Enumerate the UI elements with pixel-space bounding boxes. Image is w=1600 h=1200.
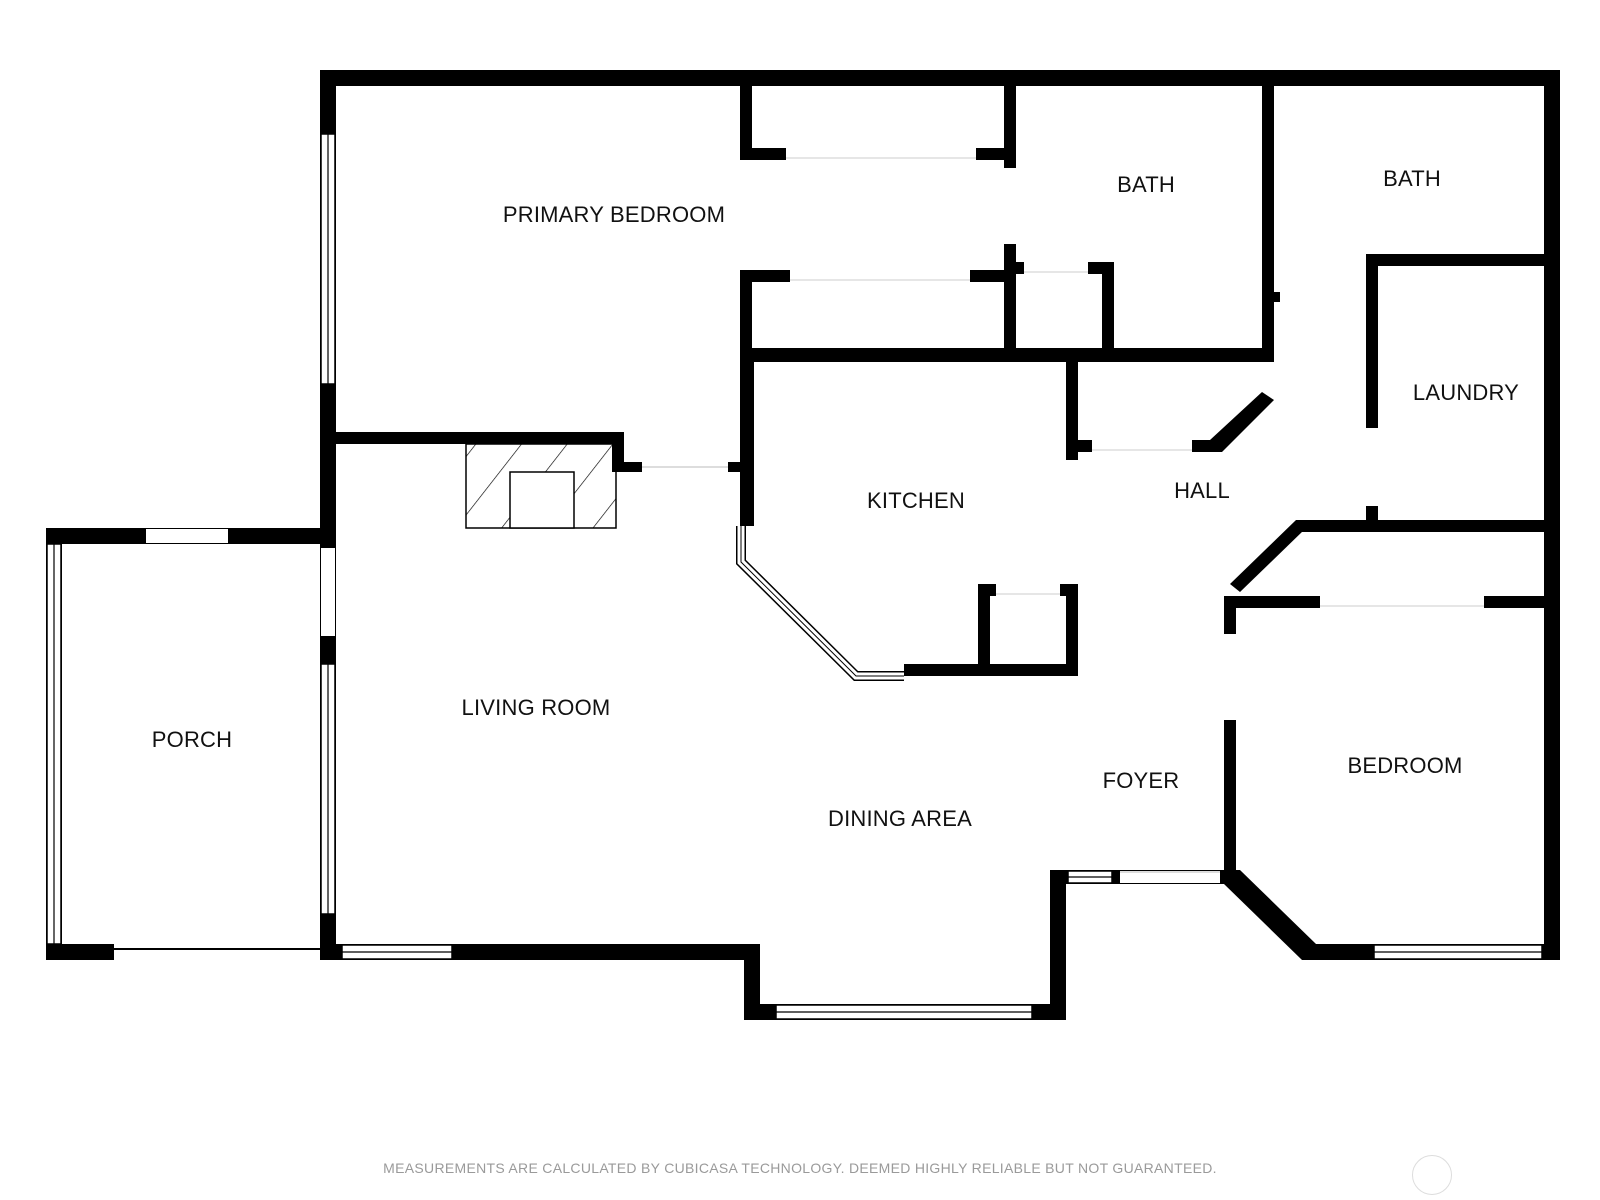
fireplace-symbol [465,443,617,529]
doorways [146,157,1484,720]
room-label-bath-2: BATH [1383,166,1441,191]
room-label-dining-area: DINING AREA [828,806,972,831]
room-label-porch: PORCH [152,727,232,752]
room-label-laundry: LAUNDRY [1413,380,1519,405]
room-labels: PRIMARY BEDROOM BATH BATH LAUNDRY KITCHE… [152,166,1519,831]
room-label-hall: HALL [1174,478,1230,503]
interior-walls [320,84,1560,884]
logo-watermark-icon [1412,1155,1452,1195]
room-label-living-room: LIVING ROOM [462,695,611,720]
room-label-primary-bedroom: PRIMARY BEDROOM [503,202,725,227]
windows [46,133,1543,1020]
room-label-bedroom: BEDROOM [1347,753,1462,778]
room-label-kitchen: KITCHEN [867,488,965,513]
room-label-bath-1: BATH [1117,172,1175,197]
measurement-disclaimer: MEASUREMENTS ARE CALCULATED BY CUBICASA … [383,1160,1217,1176]
room-label-foyer: FOYER [1103,768,1180,793]
